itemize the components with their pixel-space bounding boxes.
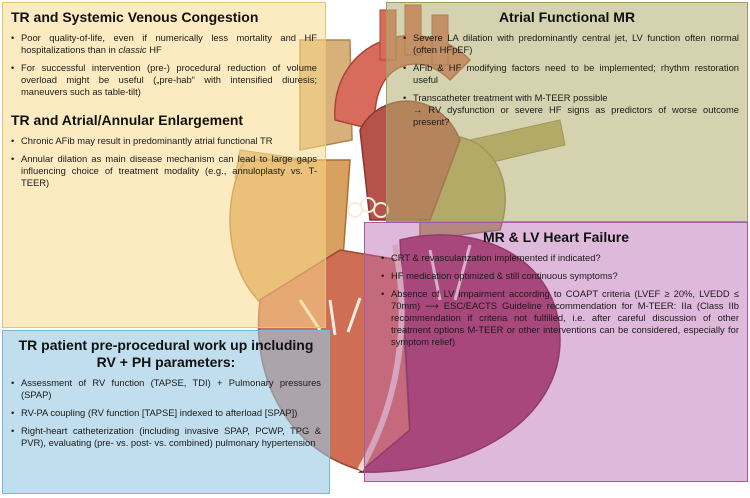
bullet-mr-lv-3: Absence of LV impairment according to CO… [381,288,739,348]
list-tr-workup: Assessment of RV function (TAPSE, TDI) +… [11,377,321,449]
title-tr-venous: TR and Systemic Venous Congestion [11,9,259,25]
bullet-tr-atrial-1: Chronic AFib may result in predominantly… [11,135,317,147]
title-atrial-mr: Atrial Functional MR [498,9,636,25]
bullet-mr-lv-1: CRT & revascularization implemented if i… [381,252,739,264]
bullet-workup-1: Assessment of RV function (TAPSE, TDI) +… [11,377,321,401]
bullet-atrial-mr-1: Severe LA dilation with predominantly ce… [403,32,739,56]
bullet-workup-3: Right-heart catheterization (including i… [11,425,321,449]
bullet-atrial-mr-2: AFib & HF modifying factors need to be i… [403,62,739,86]
bullet-tr-atrial-2: Annular dilation as main disease mechani… [11,153,317,189]
title-mr-lv: MR & LV Heart Failure [483,229,629,245]
panel-mr-lv: MR & LV Heart Failure CRT & revasculariz… [364,222,748,482]
panel-tr-workup: TR patient pre-procedural work up includ… [2,330,330,494]
list-tr-atrial: Chronic AFib may result in predominantly… [11,135,317,189]
list-atrial-mr: Severe LA dilation with predominantly ce… [403,32,739,128]
panel-atrial-mr: Atrial Functional MR Severe LA dilation … [386,2,748,222]
bullet-tr-venous-1: Poor quality-of-life, even if numericall… [11,32,317,56]
title-tr-workup: TR patient pre-procedural work up includ… [18,337,314,370]
panel-tr-venous-atrial: TR and Systemic Venous Congestion Poor q… [2,2,326,328]
aortic-valve-cusp-1 [347,202,363,218]
bullet-workup-2: RV-PA coupling (RV function [TAPSE] inde… [11,407,321,419]
arrow-note-atrial-mr: → RV dysfunction or severe HF signs as p… [413,104,739,127]
bullet-mr-lv-2: HF medication optimized & still continuo… [381,270,739,282]
bullet-tr-venous-2: For successful intervention (pre-) proce… [11,62,317,98]
list-mr-lv: CRT & revascularization implemented if i… [381,252,739,348]
title-tr-atrial: TR and Atrial/Annular Enlargement [11,112,244,128]
list-tr-venous: Poor quality-of-life, even if numericall… [11,32,317,98]
bullet-atrial-mr-3: Transcatheter treatment with M-TEER poss… [403,92,739,128]
